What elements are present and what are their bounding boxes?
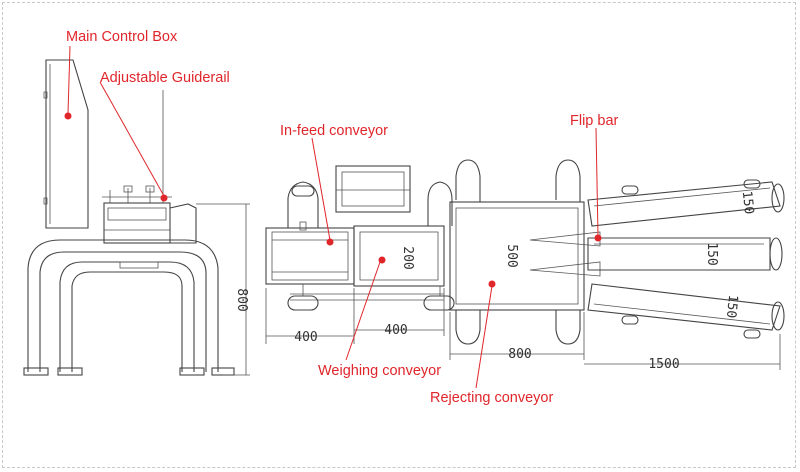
rejecting-conveyor-drawing [449, 159, 601, 345]
main-control-box-label: Main Control Box [66, 29, 178, 45]
flip-length-dimension: 1500 [648, 357, 679, 372]
lane-mid-dimension: 150 [704, 242, 719, 265]
weighing-conveyor-label: Weighing conveyor [318, 363, 442, 379]
height-dimension: 800 [234, 288, 249, 311]
infeed-conveyor-drawing [265, 181, 355, 311]
weighing-conveyor-drawing [290, 165, 455, 311]
weighing-length-dimension: 400 [384, 323, 407, 338]
reject-length-dimension: 800 [508, 347, 531, 362]
lane-bottom-dimension: 150 [723, 294, 740, 319]
outfeed-lanes-drawing [587, 179, 785, 339]
weighing-width-dimension: 200 [400, 246, 415, 269]
adjustable-guiderail-label: Adjustable Guiderail [100, 70, 230, 86]
side-view [23, 59, 250, 376]
infeed-length-dimension: 400 [294, 330, 317, 345]
reject-width-dimension: 500 [504, 244, 519, 267]
lane-top-dimension: 150 [739, 190, 756, 215]
dimension-lines [265, 288, 781, 370]
diagram-frame [2, 2, 796, 468]
infeed-conveyor-label: In-feed conveyor [280, 123, 389, 139]
rejecting-conveyor-label: Rejecting conveyor [430, 390, 554, 406]
flip-bar-label: Flip bar [570, 113, 619, 129]
callouts [64, 45, 602, 389]
